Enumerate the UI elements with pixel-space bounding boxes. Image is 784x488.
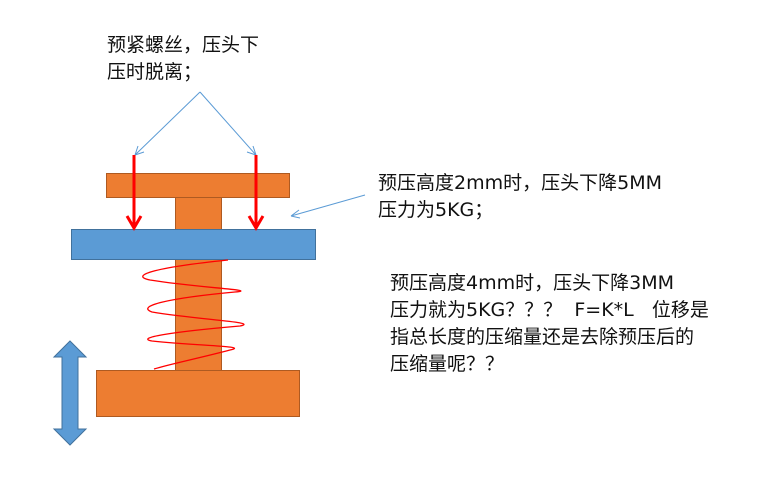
force-arrows bbox=[125, 155, 265, 231]
note-bottom-line4: 压缩量呢？？ bbox=[390, 353, 505, 375]
callout-line-mid bbox=[290, 194, 366, 219]
callout-line-left bbox=[134, 91, 201, 156]
force-arrow-right bbox=[247, 155, 265, 231]
note-top-line2: 压时脱离； bbox=[107, 61, 203, 83]
note-bottom-line2: 压力就为5KG？？？ F=K*L 位移是 bbox=[390, 299, 709, 321]
note-mid-line1: 预压高度2mm时，压头下降5MM bbox=[378, 172, 662, 194]
note-mid-line2: 压力为5KG； bbox=[378, 199, 494, 221]
note-bottom-line1: 预压高度4mm时，压头下降3MM bbox=[390, 272, 674, 294]
spring bbox=[142, 259, 245, 370]
note-top: 预紧螺丝，压头下压时脱离； bbox=[107, 32, 259, 86]
press-stem bbox=[175, 196, 222, 371]
callout-lines bbox=[134, 91, 366, 219]
press-head-top-plate bbox=[106, 173, 290, 198]
callout-line-right bbox=[199, 91, 257, 156]
force-arrow-left bbox=[125, 155, 143, 231]
note-top-line1: 预紧螺丝，压头下 bbox=[107, 34, 260, 56]
base-plate bbox=[96, 370, 300, 417]
note-mid: 预压高度2mm时，压头下降5MM 压力为5KG； bbox=[378, 170, 662, 224]
up-down-double-arrow bbox=[52, 340, 88, 446]
pressure-plate bbox=[71, 229, 316, 260]
note-bottom: 预压高度4mm时，压头下降3MM 压力就为5KG？？？ F=K*L 位移是指总长度… bbox=[390, 270, 709, 378]
note-bottom-line3: 指总长度的压缩量还是去除预压后的 bbox=[390, 326, 695, 348]
